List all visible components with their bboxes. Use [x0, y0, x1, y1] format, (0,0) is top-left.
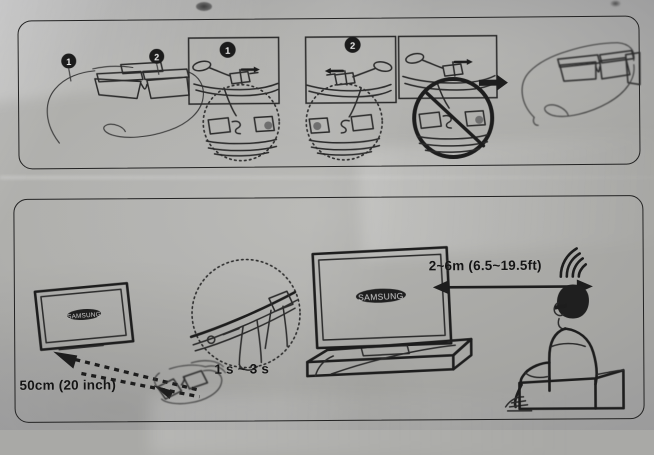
figure-tv-large-on-cabinet: SAMSUNG [306, 245, 473, 378]
figure-glasses-with-strap-points: 1 2 [46, 48, 204, 144]
svg-text:2: 2 [154, 52, 159, 62]
wireless-signal-icon [559, 247, 588, 278]
svg-text:2: 2 [350, 41, 355, 52]
figure-step-1-insert-left: 1 [187, 36, 281, 162]
figure-step-2-insert-right: 2 [304, 35, 397, 161]
caption-hold-time: 1 s ~ 3 s [214, 361, 270, 377]
panel-attaching-head-strap: 1 2 1 2 [17, 15, 641, 170]
result-arrow-icon [478, 74, 508, 91]
panel-pairing-with-tv: SAMSUNG SAMSUNG [13, 195, 645, 423]
svg-text:1: 1 [225, 46, 231, 57]
tv-brand-logo-small: SAMSUNG [67, 311, 101, 321]
figure-magnifier-press-button [189, 258, 301, 371]
tv-brand-logo-large: SAMSUNG [358, 291, 404, 303]
figure-person-on-sofa [504, 284, 625, 412]
figure-glasses-held-near-tv [154, 360, 226, 405]
figure-step-3-incorrect-prohibited [397, 34, 498, 160]
caption-distance-near: 50cm (20 inch) [19, 377, 117, 393]
caption-distance-range: 2~6m (6.5~19.5ft) [428, 257, 542, 274]
figure-tv-small: SAMSUNG [33, 281, 135, 352]
figure-assembled-glasses-result [521, 42, 641, 126]
svg-text:1: 1 [66, 57, 71, 67]
